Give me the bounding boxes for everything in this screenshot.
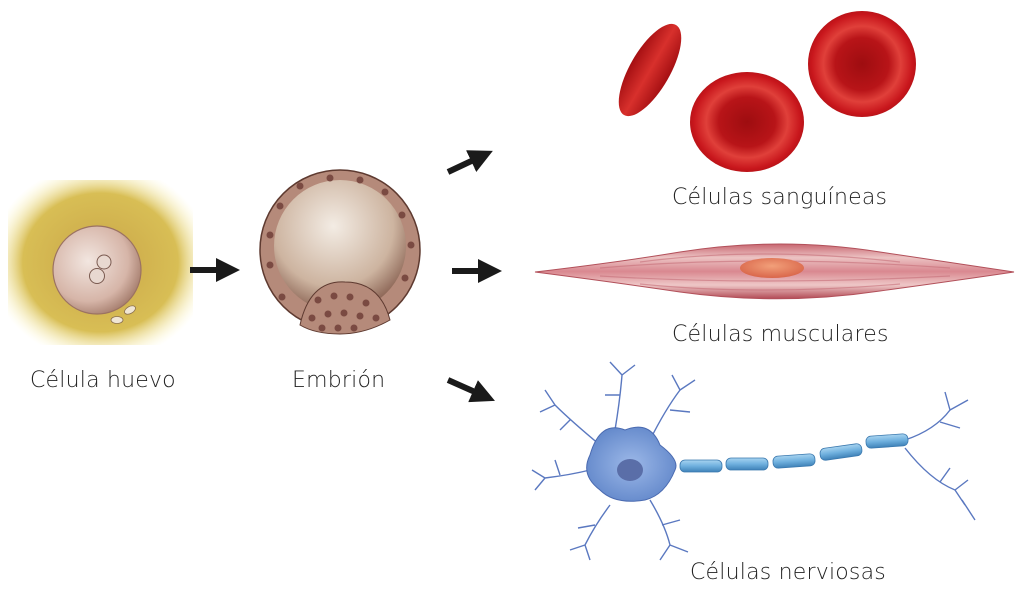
red-blood-cell [690,72,804,172]
polar-body [124,305,136,315]
embryo-label: Embrión [292,368,386,393]
arrow-down-right-icon [446,377,495,403]
red-blood-cell [808,11,916,117]
nerve-cell-illustration [531,361,976,561]
red-blood-cell-side [618,23,682,117]
muscle-cells-label: Células musculares [672,322,889,347]
pronucleus [89,268,105,284]
egg-cell-illustration [8,180,193,345]
blood-cells-label: Células sanguíneas [672,185,888,210]
inner-cell-mass [299,281,391,335]
neuron-nucleus [617,459,643,481]
pronucleus [96,254,112,270]
arrow-up-right-icon [446,150,493,175]
muscle-cell-illustration [534,243,1015,300]
embryo-illustration [259,169,421,335]
polar-body [110,316,124,324]
blood-cells-illustration [618,11,916,172]
nerve-cells-label: Células nerviosas [690,560,886,585]
egg-cell-label: Célula huevo [30,368,176,393]
muscle-nucleus [740,258,804,278]
myelin-sheath [679,433,909,473]
dendrites [531,361,976,561]
embryo-cavity [274,180,406,312]
